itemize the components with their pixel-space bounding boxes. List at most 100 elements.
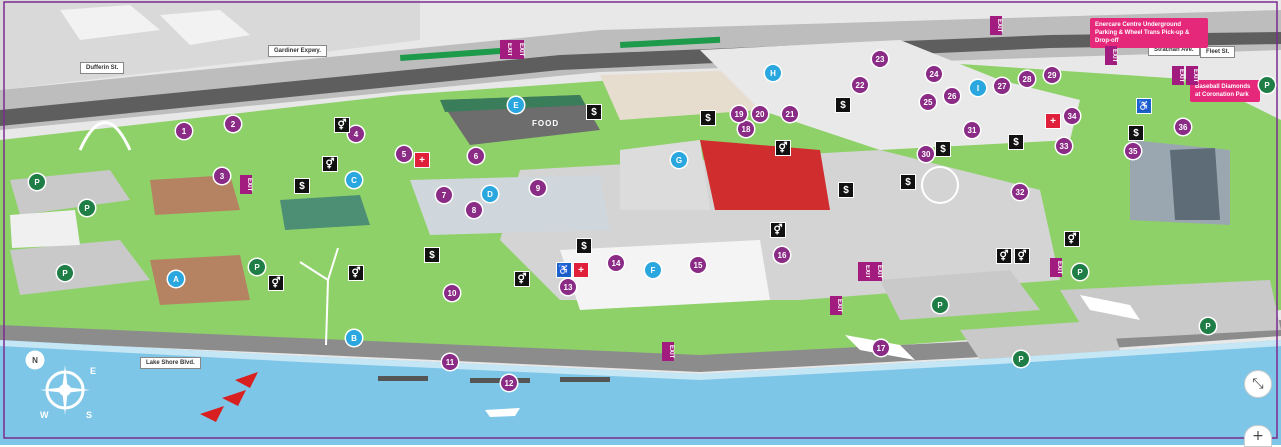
- road-label-gardiner: Gardiner Expwy.: [268, 45, 327, 57]
- map-pin-32[interactable]: 32: [1012, 184, 1028, 200]
- atm-icon[interactable]: $: [700, 110, 716, 126]
- restroom-icon[interactable]: ⚥: [514, 271, 530, 287]
- atm-icon[interactable]: $: [586, 104, 602, 120]
- restroom-icon[interactable]: ⚥: [334, 117, 350, 133]
- exit-sign: EXIT: [240, 175, 252, 195]
- parking-icon[interactable]: P: [1259, 77, 1275, 93]
- map-pin-2[interactable]: 2: [225, 116, 241, 132]
- map-pin-35[interactable]: 35: [1125, 143, 1141, 159]
- map-pin-8[interactable]: 8: [466, 202, 482, 218]
- atm-icon[interactable]: $: [900, 174, 916, 190]
- map-pin-5[interactable]: 5: [396, 146, 412, 162]
- atm-icon[interactable]: $: [1008, 134, 1024, 150]
- parking-icon[interactable]: P: [1013, 351, 1029, 367]
- map-pin-14[interactable]: 14: [608, 255, 624, 271]
- food-building-text: FOOD: [532, 119, 560, 128]
- compass-rose-icon: [40, 365, 90, 415]
- exit-sign: EXIT: [830, 296, 842, 316]
- exit-sign: EXIT: [990, 16, 1002, 36]
- map-pin-16[interactable]: 16: [774, 247, 790, 263]
- map-pin-15[interactable]: 15: [690, 257, 706, 273]
- map-pin-31[interactable]: 31: [964, 122, 980, 138]
- restroom-icon[interactable]: ⚥: [1064, 231, 1080, 247]
- map-pin-33[interactable]: 33: [1056, 138, 1072, 154]
- map-pin-25[interactable]: 25: [920, 94, 936, 110]
- exit-sign: EXIT: [1105, 46, 1117, 66]
- map-pin-26[interactable]: 26: [944, 88, 960, 104]
- map-pin-1[interactable]: 1: [176, 123, 192, 139]
- parking-icon[interactable]: P: [249, 259, 265, 275]
- map-pin-3[interactable]: 3: [214, 168, 230, 184]
- parking-icon[interactable]: P: [79, 200, 95, 216]
- restroom-icon[interactable]: ⚥: [268, 275, 284, 291]
- first-aid-icon[interactable]: +: [573, 262, 589, 278]
- map-pin-22[interactable]: 22: [852, 77, 868, 93]
- map-pin-27[interactable]: 27: [994, 78, 1010, 94]
- atm-icon[interactable]: $: [935, 141, 951, 157]
- map-pin-H[interactable]: H: [765, 65, 781, 81]
- restroom-icon[interactable]: ⚥: [348, 265, 364, 281]
- parking-icon[interactable]: P: [29, 174, 45, 190]
- map-pin-B[interactable]: B: [346, 330, 362, 346]
- map-pin-12[interactable]: 12: [501, 375, 517, 391]
- accessible-icon[interactable]: ♿: [1136, 98, 1152, 114]
- parking-icon[interactable]: P: [1200, 318, 1216, 334]
- accessible-icon[interactable]: ♿: [556, 262, 572, 278]
- callout-baseball[interactable]: Baseball Diamonds at Coronation Park: [1190, 80, 1260, 102]
- map-pin-D[interactable]: D: [482, 186, 498, 202]
- first-aid-icon[interactable]: +: [1045, 113, 1061, 129]
- map-pin-21[interactable]: 21: [782, 106, 798, 122]
- map-pin-30[interactable]: 30: [918, 146, 934, 162]
- map-pin-G[interactable]: G: [671, 152, 687, 168]
- map-pin-7[interactable]: 7: [436, 187, 452, 203]
- callout-enercare[interactable]: Enercare Centre Underground Parking & Wh…: [1090, 18, 1208, 48]
- restroom-icon[interactable]: ⚥: [322, 156, 338, 172]
- map-pin-11[interactable]: 11: [442, 354, 458, 370]
- map-pin-23[interactable]: 23: [872, 51, 888, 67]
- atm-icon[interactable]: $: [294, 178, 310, 194]
- road-label-fleet: Fleet St.: [1200, 46, 1236, 58]
- map-pin-6[interactable]: 6: [468, 148, 484, 164]
- map-pin-4[interactable]: 4: [348, 126, 364, 142]
- atm-icon[interactable]: $: [576, 238, 592, 254]
- compass-south: S: [86, 410, 93, 420]
- map-pin-13[interactable]: 13: [560, 279, 576, 295]
- parking-icon[interactable]: P: [57, 265, 73, 281]
- map-pin-19[interactable]: 19: [731, 106, 747, 122]
- restroom-icon[interactable]: ⚥: [775, 140, 791, 156]
- collapse-icon[interactable]: ⤡: [1244, 370, 1272, 398]
- exit-sign: EXIT: [512, 40, 524, 60]
- map-pin-24[interactable]: 24: [926, 66, 942, 82]
- parking-icon[interactable]: P: [1072, 264, 1088, 280]
- first-aid-icon[interactable]: +: [414, 152, 430, 168]
- map-pin-36[interactable]: 36: [1175, 119, 1191, 135]
- map-pin-17[interactable]: 17: [873, 340, 889, 356]
- zoom-in-button[interactable]: +: [1244, 425, 1272, 447]
- atm-icon[interactable]: $: [838, 182, 854, 198]
- compass-east: E: [90, 366, 97, 376]
- map-pin-9[interactable]: 9: [530, 180, 546, 196]
- exit-sign: EXIT: [662, 342, 674, 362]
- map-pin-E[interactable]: E: [508, 97, 524, 113]
- map-pin-34[interactable]: 34: [1064, 108, 1080, 124]
- exit-sign: EXIT: [1172, 66, 1184, 86]
- map-pin-F[interactable]: F: [645, 262, 661, 278]
- map-pin-C[interactable]: C: [346, 172, 362, 188]
- map-pin-20[interactable]: 20: [752, 106, 768, 122]
- restroom-icon[interactable]: ⚥: [996, 248, 1012, 264]
- map-pin-18[interactable]: 18: [738, 121, 754, 137]
- restroom-icon[interactable]: ⚥: [1014, 248, 1030, 264]
- map-pin-29[interactable]: 29: [1044, 67, 1060, 83]
- map-pin-10[interactable]: 10: [444, 285, 460, 301]
- map-pin-A[interactable]: A: [168, 271, 184, 287]
- map-pin-28[interactable]: 28: [1019, 71, 1035, 87]
- road-label-dufferin: Dufferin St.: [80, 62, 125, 74]
- atm-icon[interactable]: $: [835, 97, 851, 113]
- atm-icon[interactable]: $: [1128, 125, 1144, 141]
- atm-icon[interactable]: $: [424, 247, 440, 263]
- restroom-icon[interactable]: ⚥: [770, 222, 786, 238]
- map-pin-I[interactable]: I: [970, 80, 986, 96]
- parking-icon[interactable]: P: [932, 297, 948, 313]
- compass-west: W: [40, 410, 49, 420]
